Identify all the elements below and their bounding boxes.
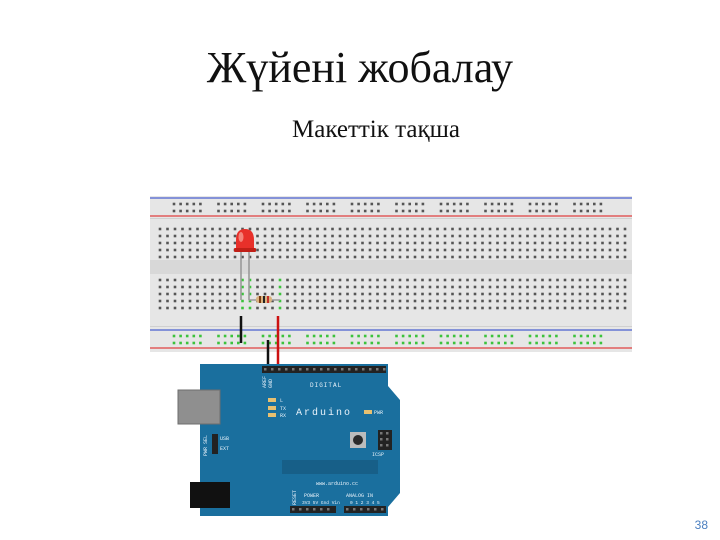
page-number: 38 [694, 518, 708, 532]
slide-subtitle: Макеттік тақша [292, 116, 460, 143]
led-l [268, 398, 276, 402]
led-rx [268, 413, 276, 417]
header-pins [264, 368, 389, 511]
breadboard [150, 196, 632, 352]
reset-label: RESET [292, 490, 298, 505]
led-pwr [364, 410, 372, 414]
arduino-logo: Arduino [296, 407, 352, 419]
analog-header [344, 506, 386, 513]
pwr-sel-jumper [212, 434, 218, 454]
slide-title: Жүйені жобалау [206, 43, 514, 92]
power-pins-label: 3V3 5V Gnd Vin [302, 500, 340, 506]
resistor [249, 296, 280, 303]
breadboard-center-channel [150, 260, 632, 274]
arduino-pcb [200, 364, 400, 516]
usb-connector [178, 390, 220, 424]
analog-label: ANALOG IN [346, 493, 373, 499]
tx-label: TX [280, 406, 286, 412]
analog-pins-label: 0 1 2 3 4 5 [350, 500, 380, 506]
microcontroller [282, 460, 378, 474]
l-label: L [280, 398, 283, 404]
red-led [234, 229, 256, 300]
wires [239, 316, 280, 370]
pwr-sel-label: PWR SEL [203, 435, 209, 456]
digital-header [262, 366, 386, 373]
usb-label: USB [220, 436, 229, 442]
gnd-label: GND [268, 379, 274, 388]
digital-label: DIGITAL [310, 382, 342, 389]
rx-label: RX [280, 413, 286, 419]
website-label: www.arduino.cc [316, 481, 358, 487]
power-jack [190, 482, 230, 508]
arduino-board: Arduino DIGITAL www.arduino.cc ANALOG IN… [177, 364, 400, 516]
icsp-label: ICSP [372, 452, 384, 458]
ext-label: EXT [220, 446, 229, 452]
pwr-label: PWR [374, 410, 383, 416]
aref-label: AREF [262, 376, 268, 388]
led-tx [268, 406, 276, 410]
breadboard-holes [158, 202, 627, 345]
power-label: POWER [304, 493, 319, 499]
